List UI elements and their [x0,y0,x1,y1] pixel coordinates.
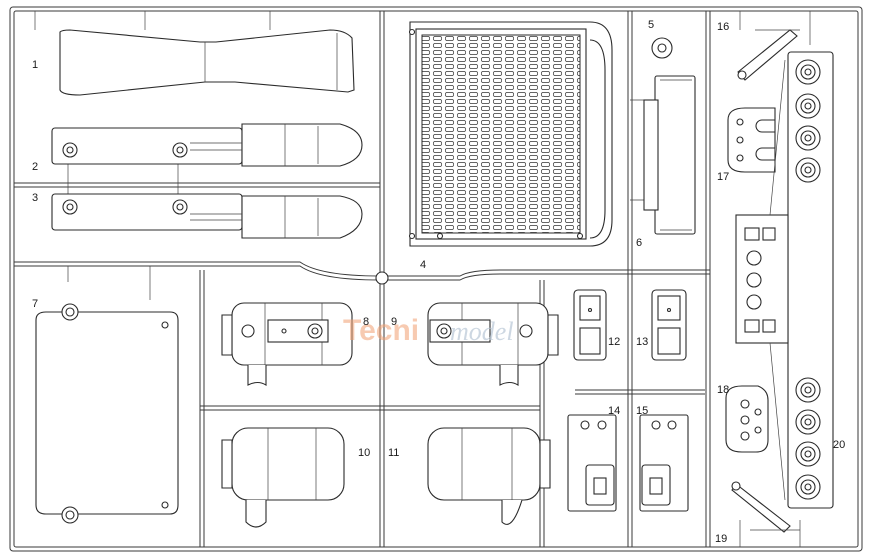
part-14-box [567,414,617,512]
part-18-clip [725,385,769,453]
part-3-arm [51,193,363,239]
label-19: 19 [715,533,727,545]
label-10: 10 [358,447,370,459]
part-1-panel [59,29,355,96]
part-8-tank [221,302,353,386]
part-5-washer [651,37,673,59]
label-1: 1 [32,59,38,71]
label-17: 17 [717,171,729,183]
part-11-tank [427,427,551,525]
part-number-labels: 1 2 3 4 5 6 7 8 9 10 11 12 13 14 15 16 1… [32,19,845,545]
label-9: 9 [391,316,397,328]
label-8: 8 [363,316,369,328]
label-7: 7 [32,298,38,310]
label-18: 18 [717,384,729,396]
label-14: 14 [608,405,620,417]
part-6-bracket [643,75,696,235]
label-15: 15 [636,405,648,417]
svg-text:model: model [450,317,514,346]
part-16-rod [737,29,800,81]
label-6: 6 [636,237,642,249]
part-10-tank [221,427,345,528]
part-2-arm [51,123,363,167]
label-4: 4 [420,259,426,271]
svg-text:Tecni: Tecni [343,314,419,347]
label-3: 3 [32,192,38,204]
label-13: 13 [636,336,648,348]
label-11: 11 [388,447,399,459]
part-19-rod [731,481,800,533]
part-20-light-bar [735,51,834,509]
part-4-grille [408,21,613,247]
label-5: 5 [648,19,654,31]
label-2: 2 [32,161,38,173]
part-17-clip [727,107,776,173]
label-12: 12 [608,336,620,348]
part-12-lens [573,289,607,361]
part-7-plate [35,303,179,524]
part-15-box [639,414,689,512]
label-16: 16 [717,21,729,33]
watermark-logo: Tecni model [343,314,514,347]
part-9-tank [427,302,559,386]
part-13-lens [651,289,687,361]
label-20: 20 [833,439,845,451]
